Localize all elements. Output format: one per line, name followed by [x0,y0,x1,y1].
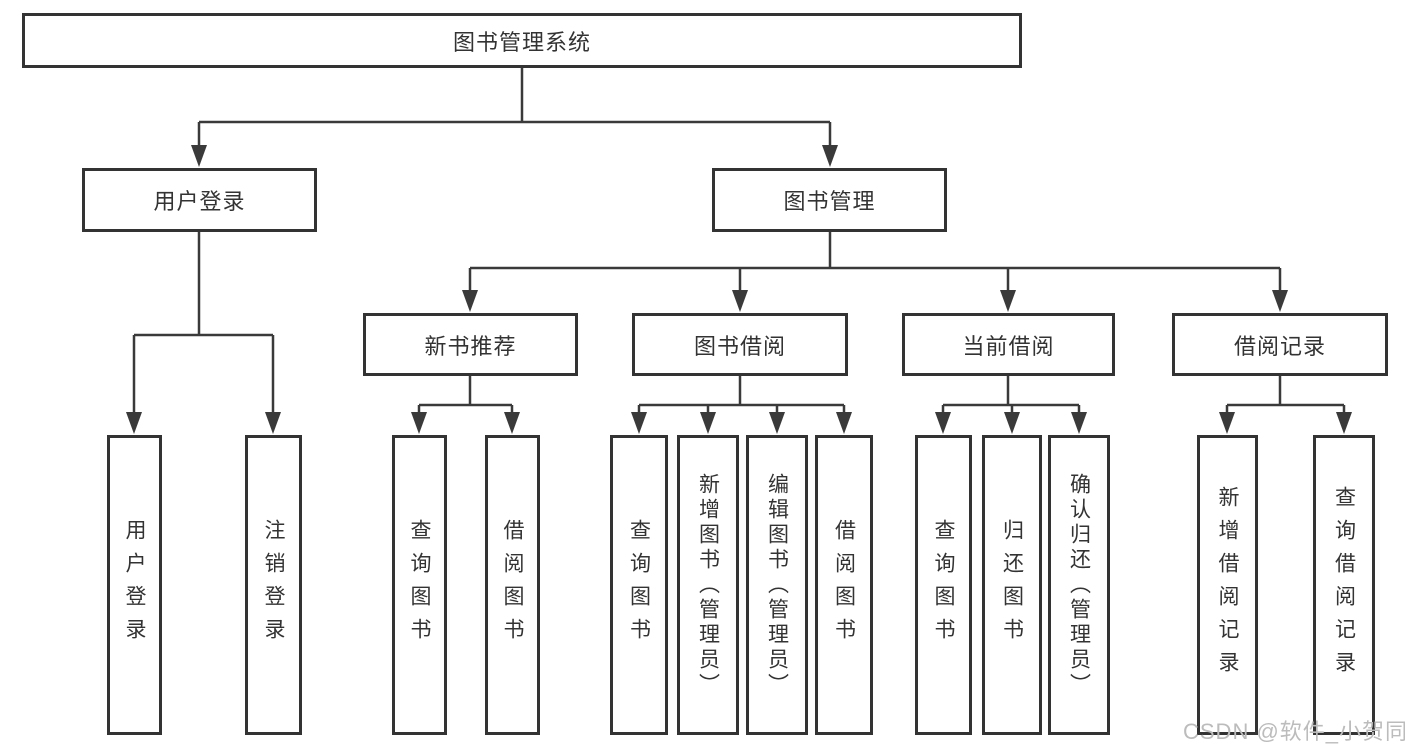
node-book-management: 图书管理 [712,168,947,232]
node-borrowing-records: 借阅记录 [1172,313,1388,376]
node-nb-borrow-books-label: 借阅图书 [501,519,524,651]
node-cb-return-books: 归还图书 [982,435,1042,735]
node-user-login-leaf: 用户登录 [107,435,162,735]
watermark: CSDN @软件_小贺同学 [1183,719,1405,744]
node-br-query-record: 查询借阅记录 [1313,435,1375,735]
node-logout-label: 注销登录 [262,519,285,651]
node-bb-query-books-label: 查询图书 [627,519,651,651]
node-user-login-leaf-label: 用户登录 [123,519,146,651]
node-br-add-record-label: 新增借阅记录 [1216,486,1239,684]
node-bb-add-books-admin-label: 新增图书（管理员） [696,472,720,698]
node-nb-query-books: 查询图书 [392,435,447,735]
node-br-query-record-label: 查询借阅记录 [1332,486,1356,684]
node-cb-confirm-return-admin-label: 确认归还（管理员） [1067,472,1091,698]
node-cb-return-books-label: 归还图书 [1000,519,1024,651]
node-cb-query-books: 查询图书 [915,435,972,735]
node-cb-query-books-label: 查询图书 [932,519,955,651]
node-library-system: 图书管理系统 [22,13,1022,68]
node-nb-query-books-label: 查询图书 [408,519,431,651]
node-current-borrowing: 当前借阅 [902,313,1115,376]
node-logout: 注销登录 [245,435,302,735]
node-book-borrowing: 图书借阅 [632,313,848,376]
node-nb-borrow-books: 借阅图书 [485,435,540,735]
node-bb-borrow-books-label: 借阅图书 [832,519,856,651]
node-bb-borrow-books: 借阅图书 [815,435,873,735]
node-bb-add-books-admin: 新增图书（管理员） [677,435,739,735]
node-br-add-record: 新增借阅记录 [1197,435,1258,735]
node-user-login: 用户登录 [82,168,317,232]
node-new-book-recommend: 新书推荐 [363,313,578,376]
node-cb-confirm-return-admin: 确认归还（管理员） [1048,435,1110,735]
node-bb-edit-books-admin: 编辑图书（管理员） [746,435,808,735]
node-bb-query-books: 查询图书 [610,435,668,735]
node-bb-edit-books-admin-label: 编辑图书（管理员） [765,472,789,698]
